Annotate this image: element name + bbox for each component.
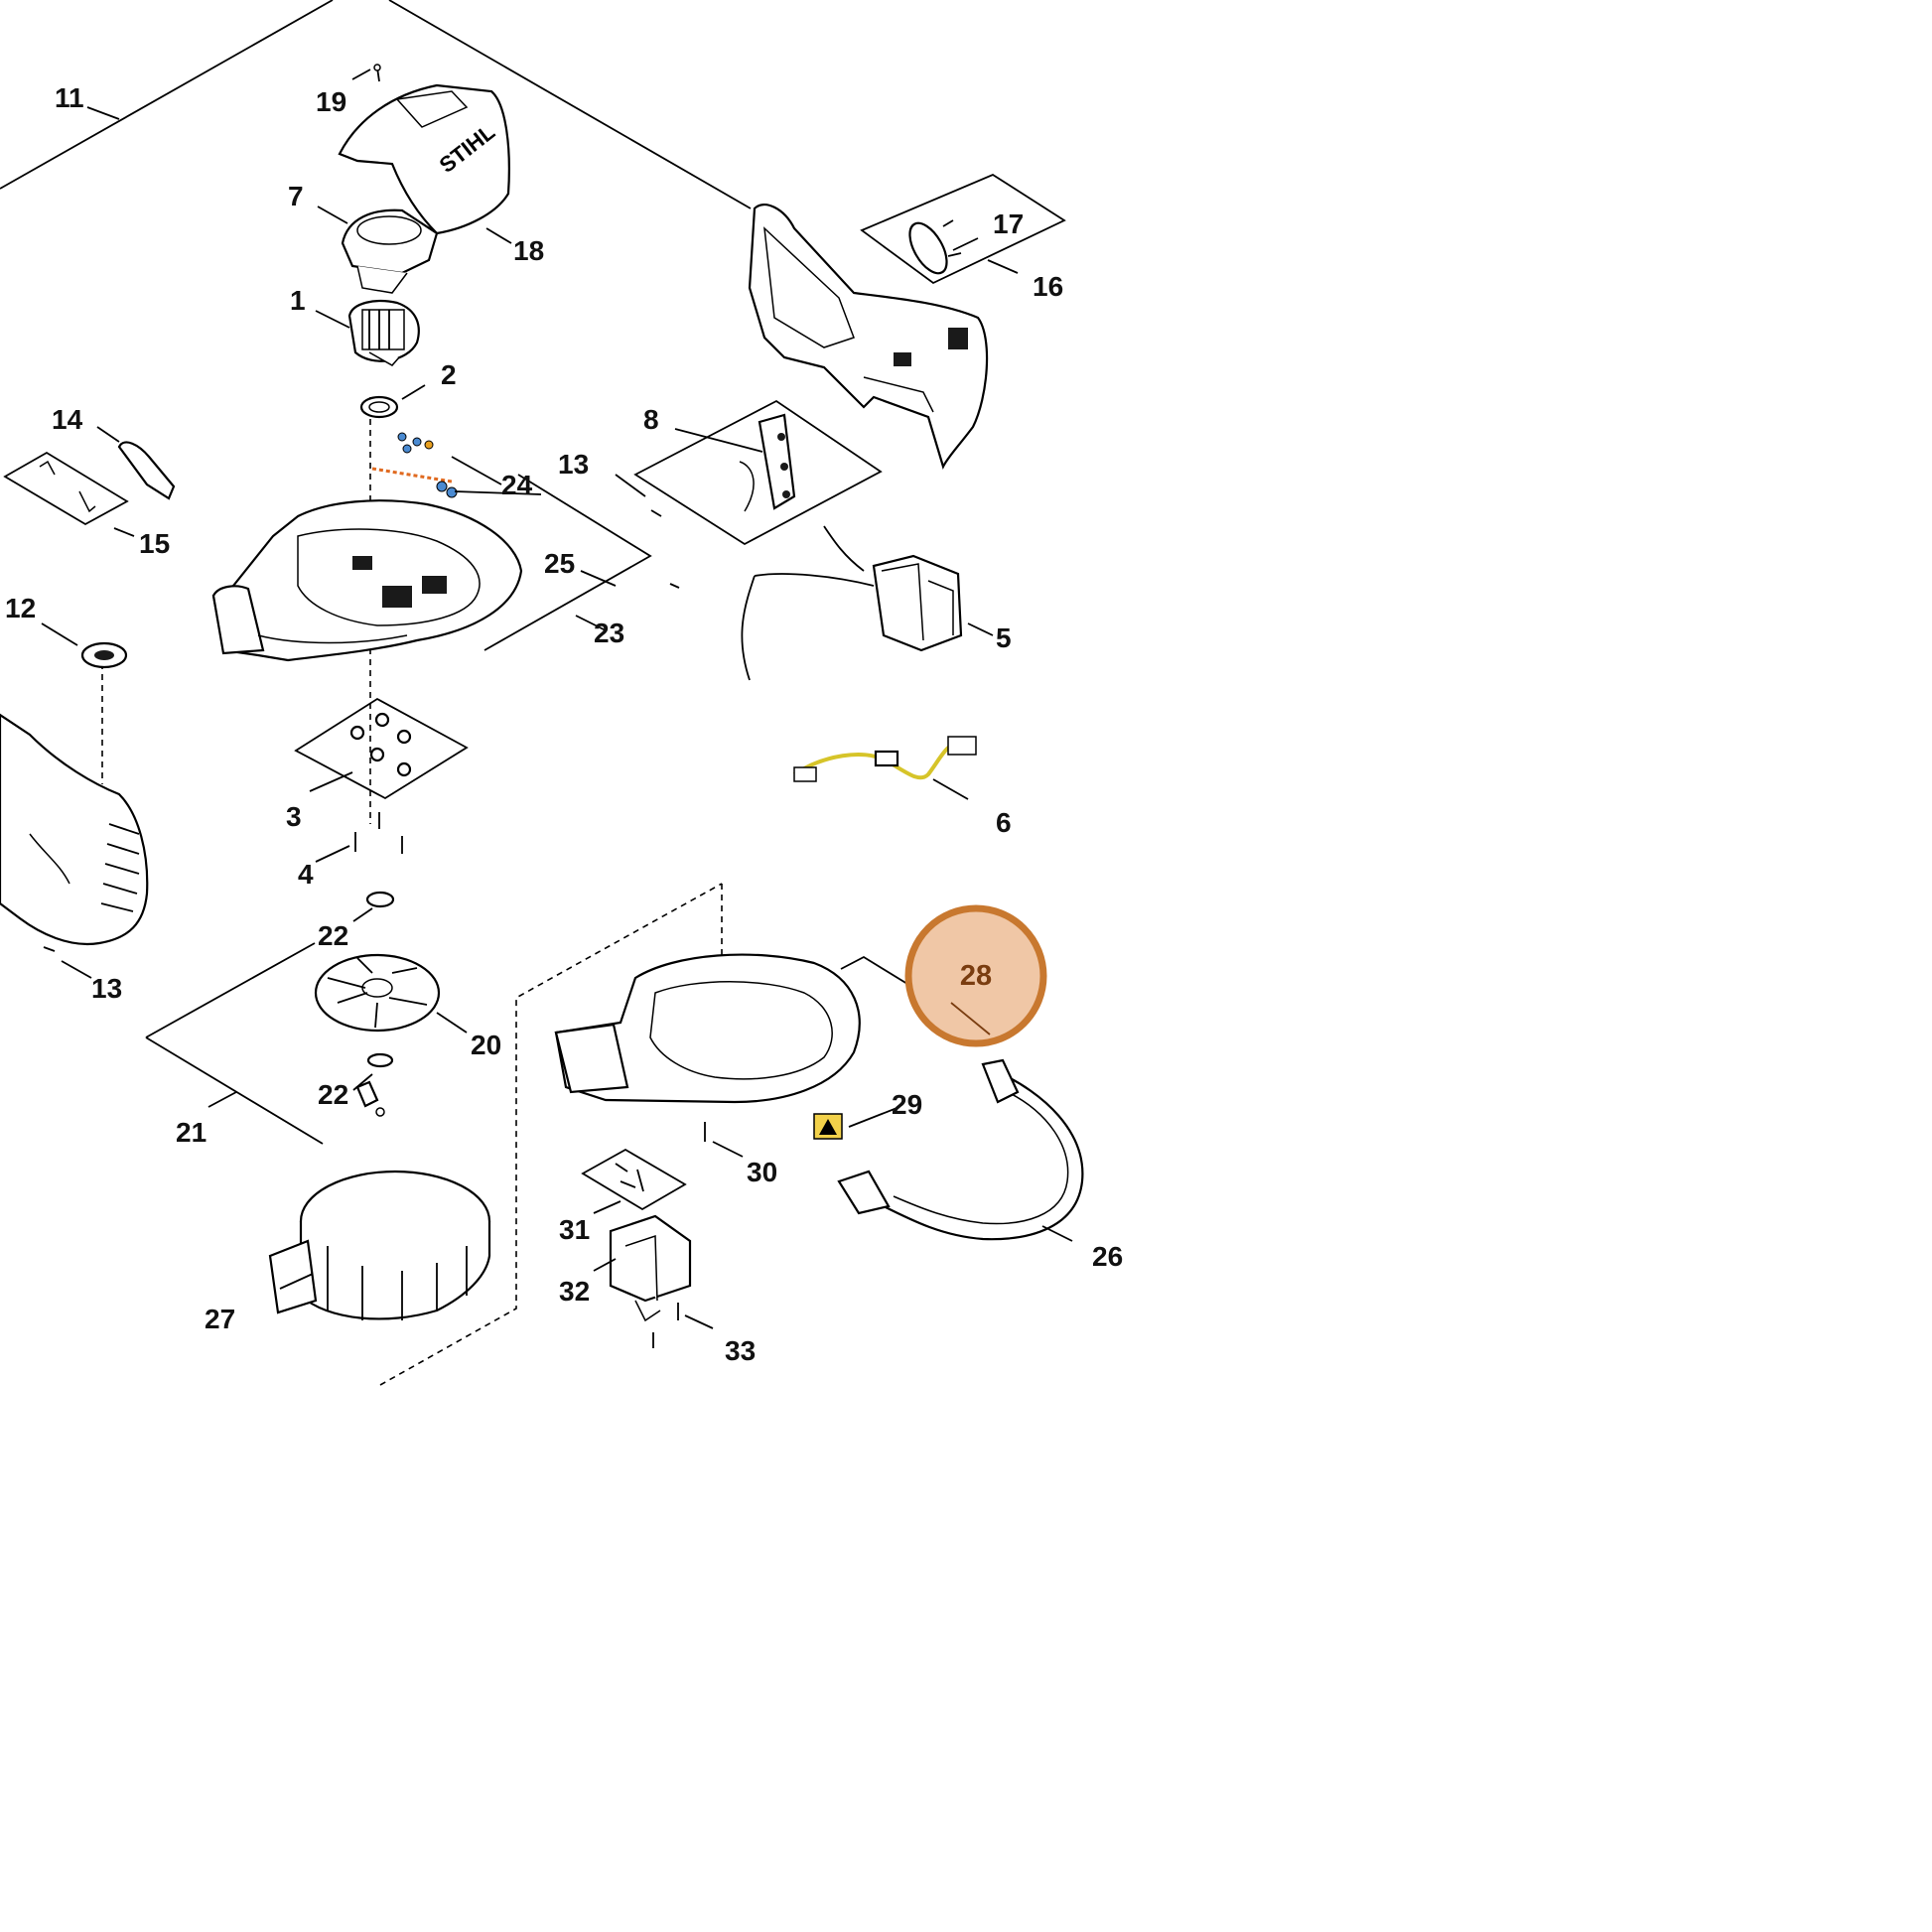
- callout-6: 6: [996, 807, 1012, 838]
- callout-30: 30: [747, 1157, 777, 1187]
- callout-4: 4: [298, 859, 314, 890]
- callout-21: 21: [176, 1117, 207, 1148]
- callout-3: 3: [286, 801, 302, 832]
- group-outlines: [0, 0, 1066, 1211]
- callout-1: 1: [290, 285, 306, 316]
- nuts-3: [349, 712, 412, 777]
- callout-20: 20: [471, 1030, 501, 1060]
- callout-12: 12: [5, 593, 36, 623]
- screws-33: [652, 1303, 679, 1348]
- callout-25: 25: [544, 548, 575, 579]
- holder-32: [609, 1214, 692, 1322]
- bracket-21: [355, 1080, 385, 1117]
- callout-16: 16: [1033, 271, 1063, 302]
- callout-27: 27: [205, 1304, 235, 1334]
- engine-block: [0, 713, 149, 946]
- callout-labels: 11 19 7 18 17 16 1 2 8 14 13 24 15 25 12…: [5, 82, 1123, 1366]
- callout-5: 5: [996, 622, 1012, 653]
- callout-33: 33: [725, 1335, 756, 1366]
- ring-27: [268, 1170, 491, 1320]
- control-module-5: [741, 525, 963, 681]
- highlight-circle[interactable]: [904, 904, 1047, 1047]
- top-cover-18: STIHL: [338, 83, 510, 235]
- screws-4: [354, 812, 403, 854]
- screw-19: [373, 64, 381, 82]
- callout-32: 32: [559, 1276, 590, 1307]
- callout-23: 23: [594, 618, 624, 648]
- knob-17: [908, 219, 962, 275]
- callout-31: 31: [559, 1214, 590, 1245]
- callout-14: 14: [52, 404, 83, 435]
- lower-housing-28: [554, 953, 861, 1104]
- callout-2: 2: [441, 359, 457, 390]
- callout-29: 29: [892, 1089, 922, 1120]
- callout-22b: 22: [318, 1079, 348, 1110]
- motor-1: [347, 299, 420, 366]
- callout-18: 18: [513, 235, 544, 266]
- blower-housing-23: [211, 499, 523, 662]
- callout-22a: 22: [318, 920, 348, 951]
- callout-8: 8: [643, 404, 659, 435]
- ring-2: [359, 395, 399, 419]
- callout-7: 7: [288, 181, 304, 211]
- parts-14-15: [39, 441, 176, 513]
- callout-26: 26: [1092, 1241, 1123, 1272]
- cap-7: [341, 208, 439, 294]
- callout-13b: 13: [91, 973, 122, 1004]
- callout-17: 17: [993, 208, 1024, 239]
- washers-22: [365, 891, 395, 1068]
- callout-19: 19: [316, 86, 346, 117]
- switch-8: [739, 413, 796, 512]
- impeller-20: [314, 953, 441, 1033]
- highlight-marker-28[interactable]: 28: [904, 904, 1047, 1047]
- screws-13: [43, 509, 680, 952]
- callout-13a: 13: [558, 449, 589, 480]
- highlight-label: 28: [960, 960, 992, 992]
- cable-6: [792, 736, 977, 782]
- callout-15: 15: [139, 528, 170, 559]
- warning-decal-29: [813, 1113, 843, 1140]
- hose-26: [837, 1058, 1084, 1241]
- small-parts-24-25: [371, 432, 458, 498]
- handle-housing-16: [748, 203, 989, 470]
- callout-11: 11: [55, 82, 84, 113]
- callout-24: 24: [501, 470, 533, 500]
- screws-31: [615, 1163, 644, 1192]
- cap-12: [80, 641, 128, 669]
